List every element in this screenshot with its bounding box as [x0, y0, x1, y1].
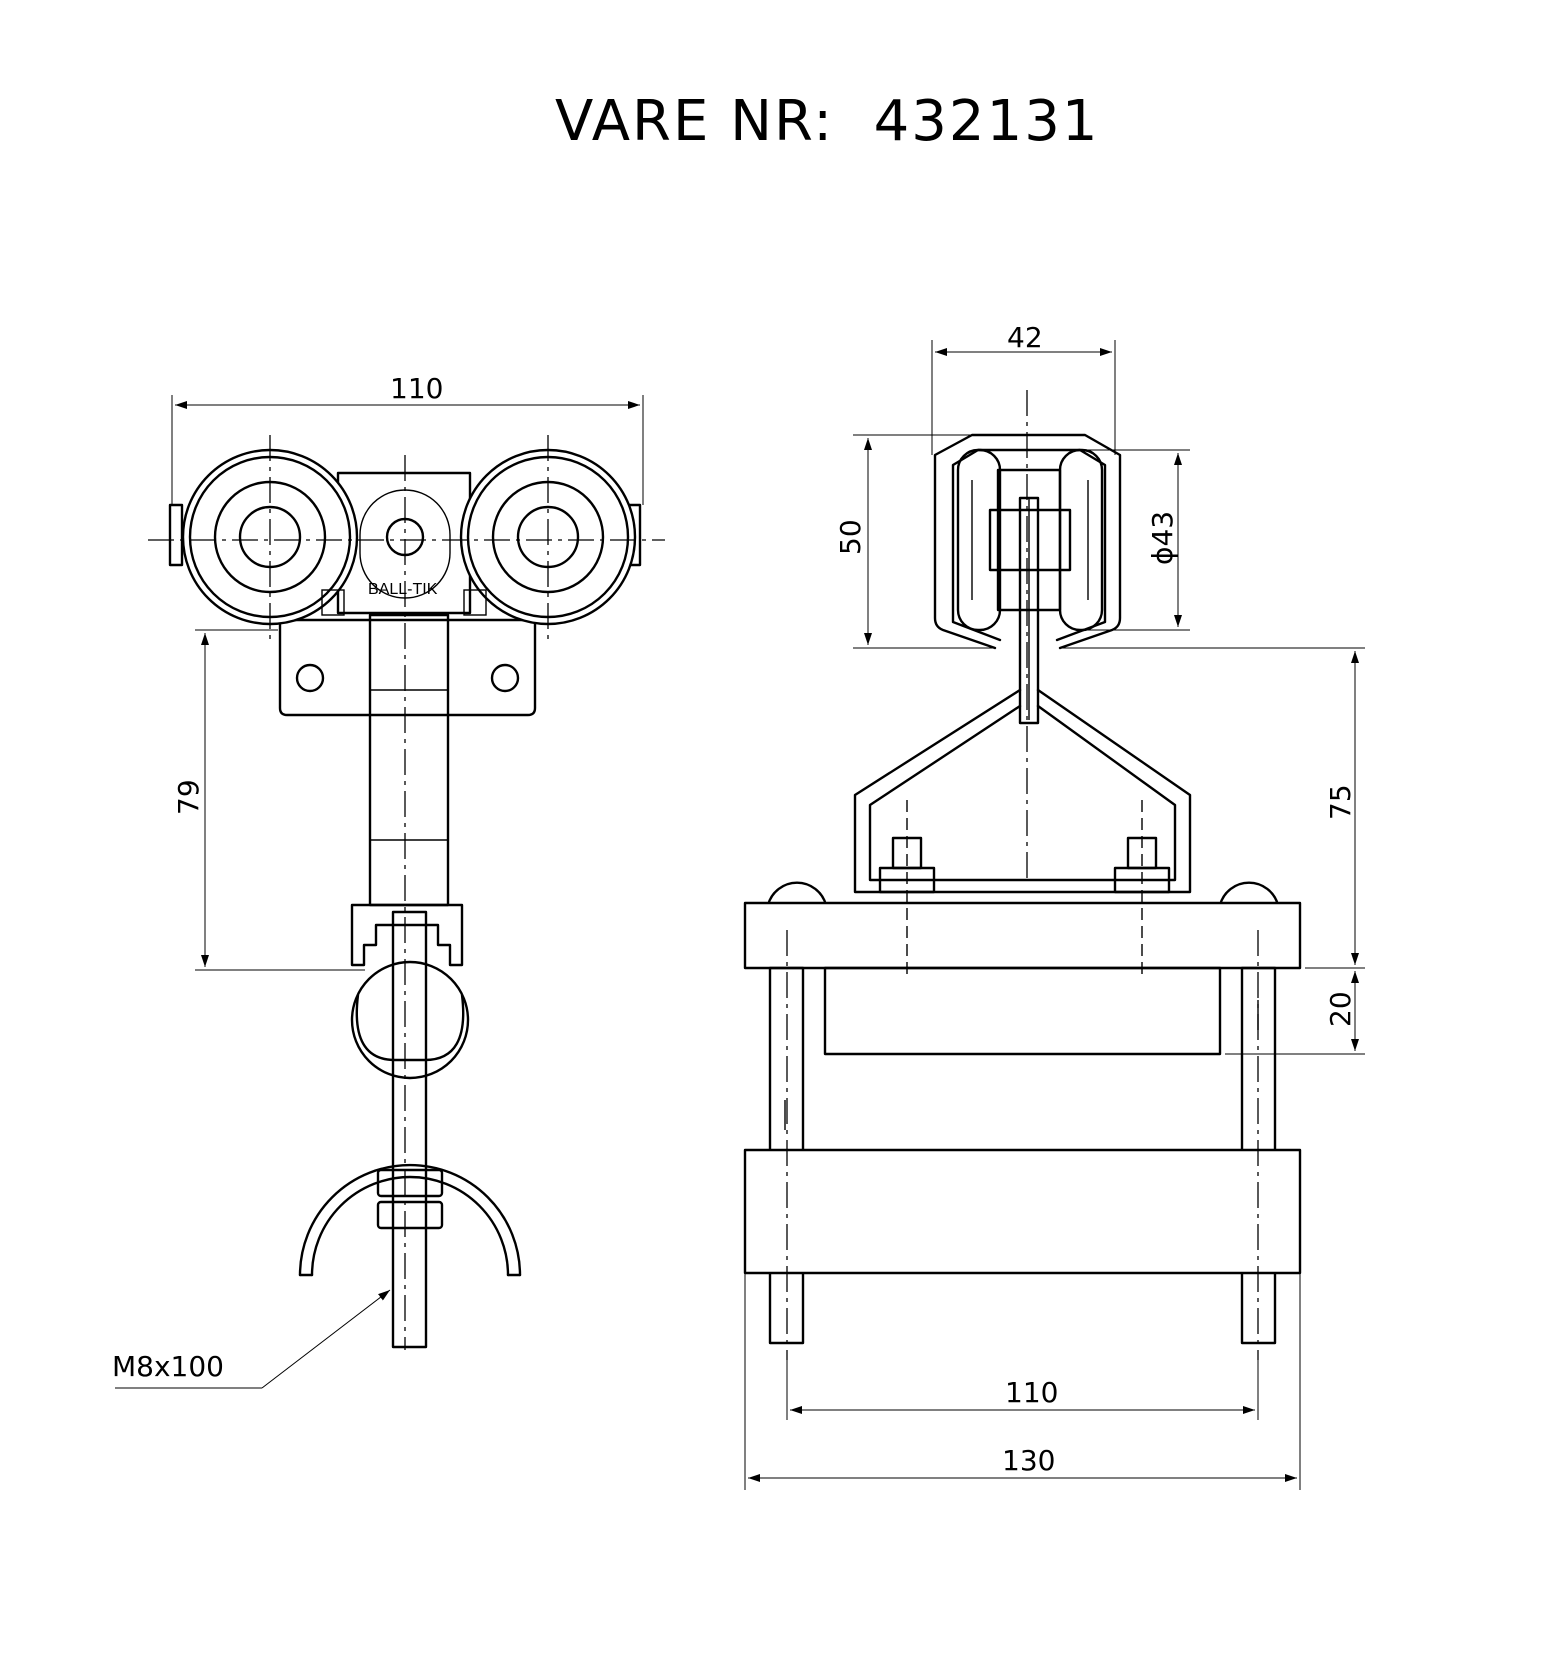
dim-bolt-spacing: 110: [1005, 1376, 1058, 1409]
dim-drop: 75: [1324, 784, 1357, 820]
dim-top-width: 42: [1007, 321, 1043, 354]
dim-left-width: 110: [390, 372, 443, 405]
hanger-stem: [368, 613, 450, 907]
drawing-title: VARE NR: 432131: [555, 89, 1099, 154]
nut-lower: [376, 1200, 444, 1230]
left-wheel: [168, 448, 359, 626]
top-clamp-plate: [743, 901, 1302, 970]
nut-upper: [376, 1168, 444, 1198]
bottom-clamp-plate: [743, 1148, 1302, 1275]
dim-rail-height: 50: [834, 519, 867, 555]
mount-hole-right-icon: [490, 663, 520, 693]
dim-plate-thickness: 20: [1324, 991, 1357, 1027]
left-view: BALL-TIK: [112, 372, 665, 1389]
bolt-shaft: [391, 910, 428, 1349]
brand-label: BALL-TIK: [368, 581, 438, 598]
dim-wheel-diameter: ϕ43: [1146, 511, 1179, 565]
saddle-clip: [298, 1163, 522, 1277]
rail-clamp: [350, 903, 464, 967]
rail-profile: [933, 433, 1122, 650]
mount-hole-left-icon: [295, 663, 325, 693]
right-view: 42 50 ϕ43 75 20 110 130: [743, 321, 1365, 1490]
y-bracket: [853, 688, 1192, 894]
mounting-plate: [278, 618, 537, 717]
right-wheel: [459, 448, 642, 626]
dim-total-width: 130: [1002, 1444, 1055, 1477]
bolt-label: M8x100: [112, 1350, 224, 1383]
dim-left-height: 79: [172, 779, 205, 815]
